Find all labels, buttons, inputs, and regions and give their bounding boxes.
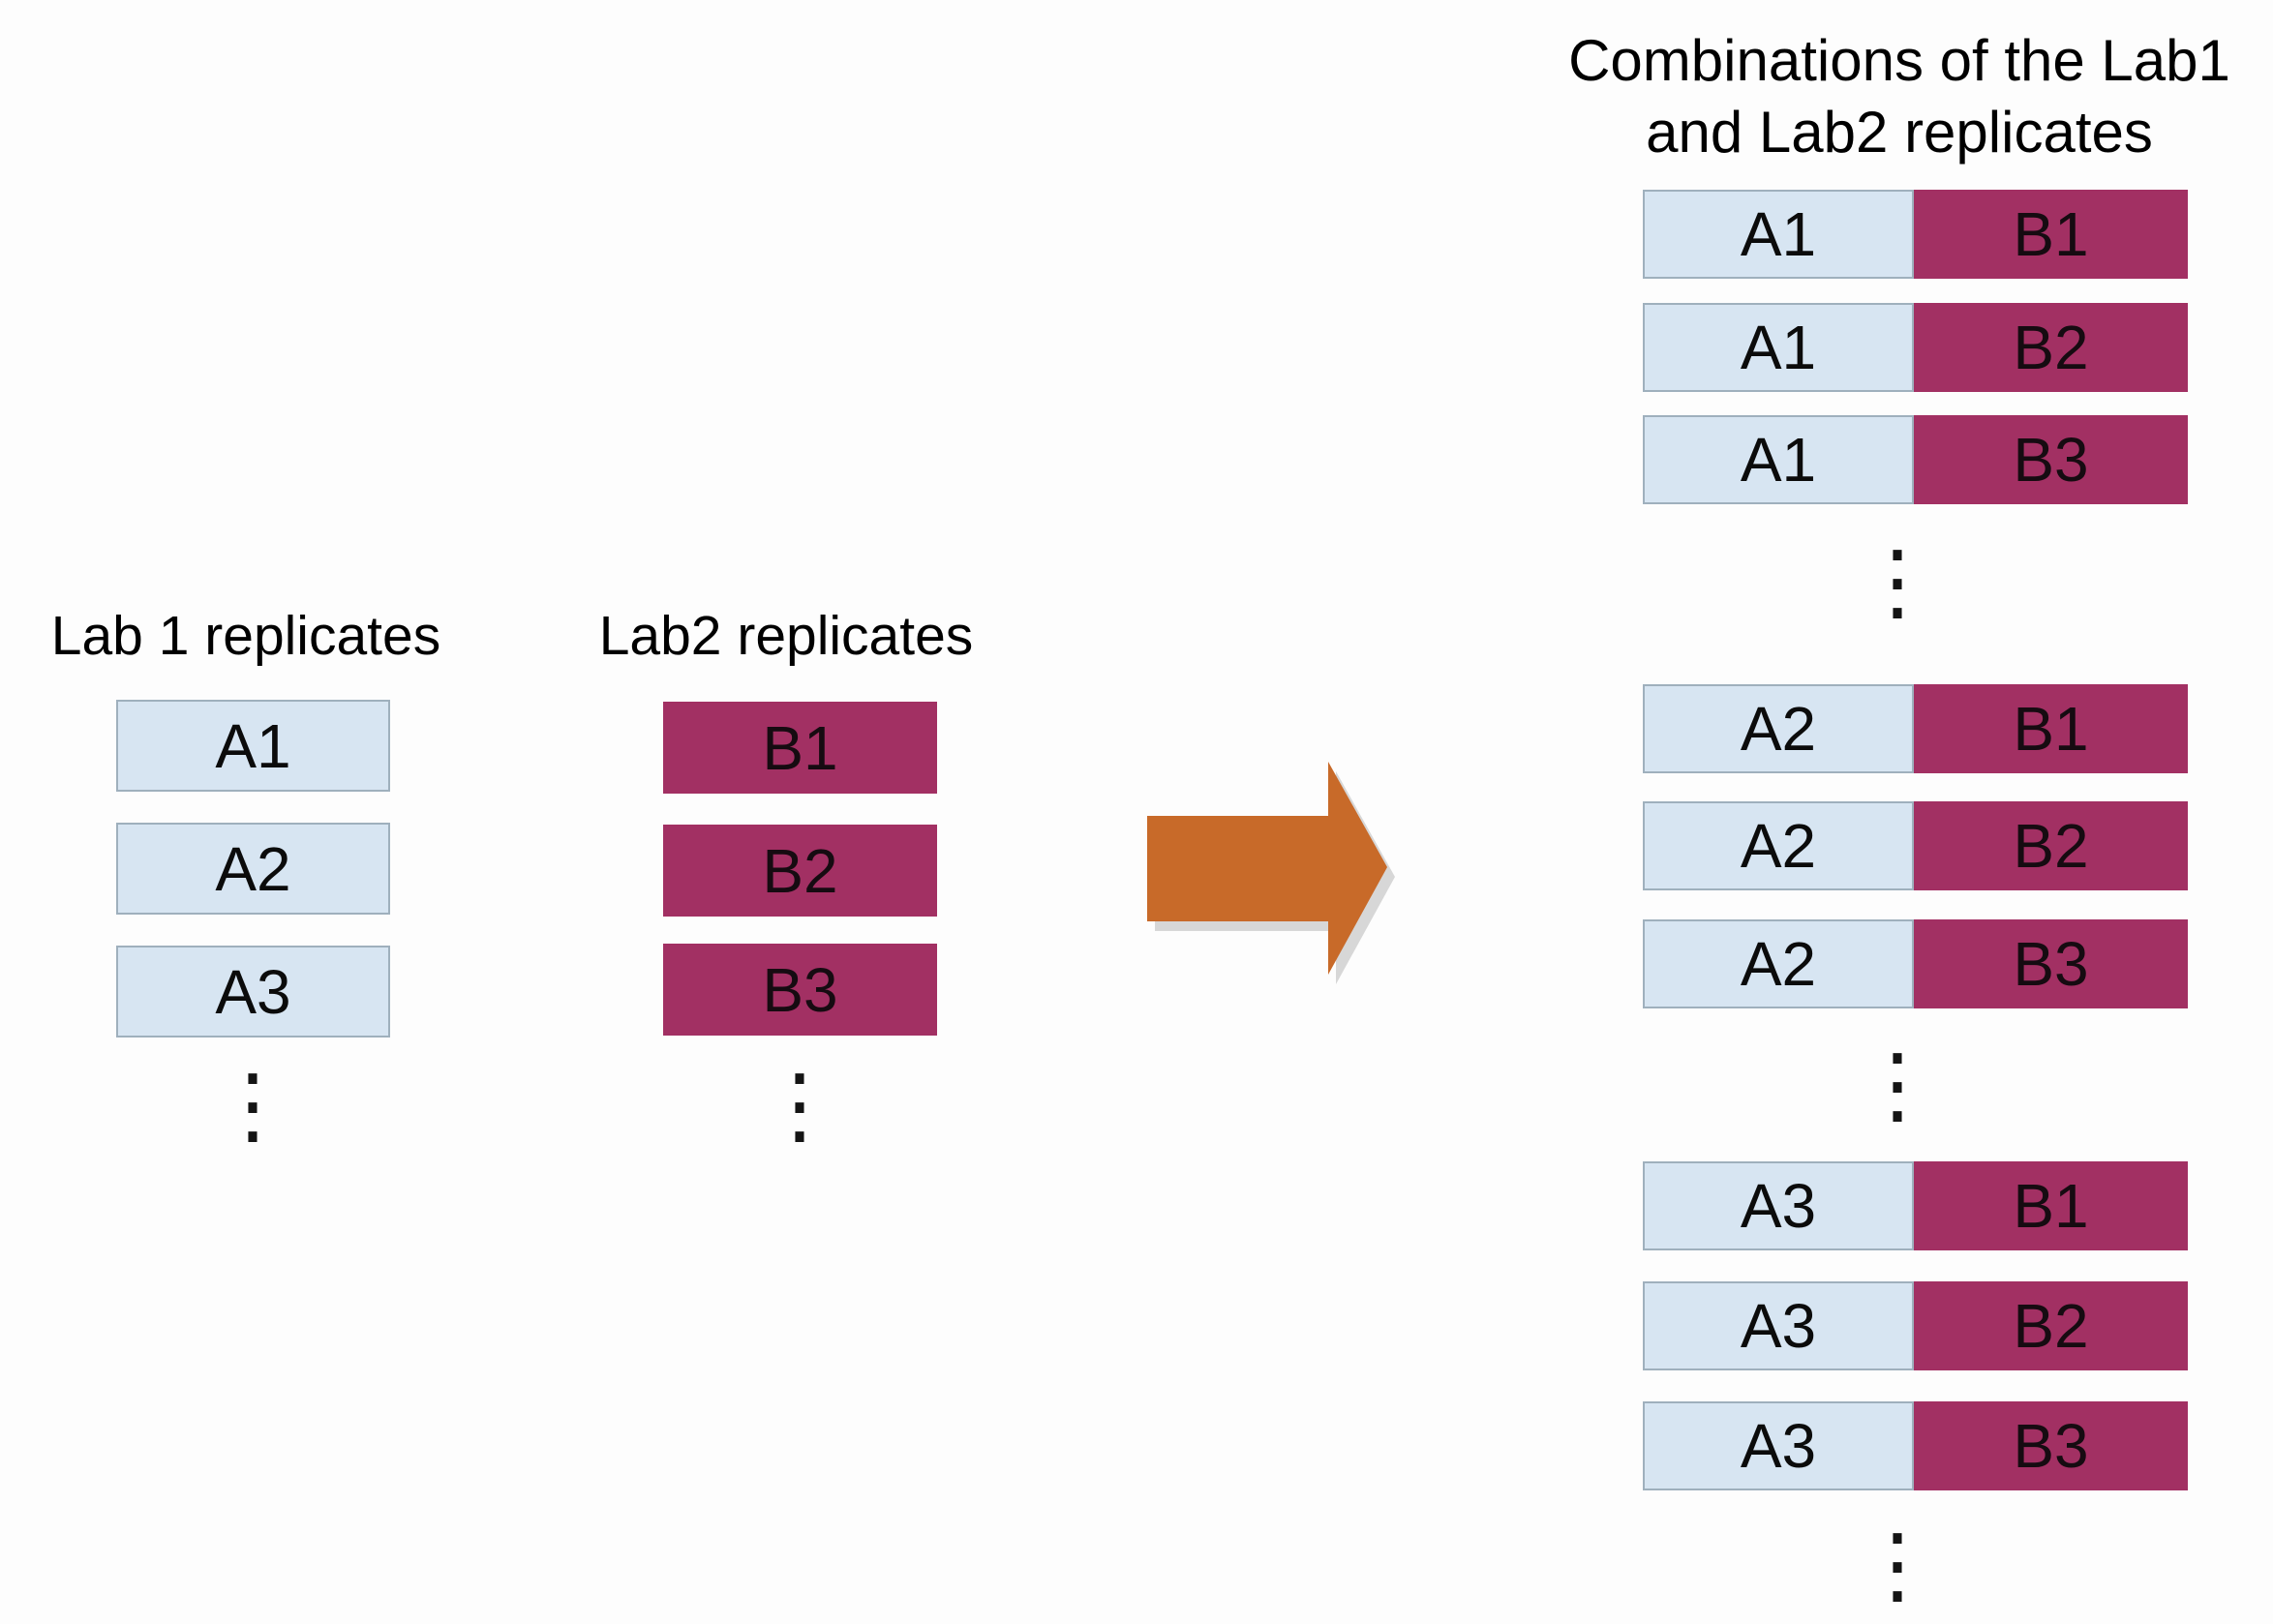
combo-row-b: B1 (1914, 684, 2188, 773)
combinations-ellipsis-2: ⋮ (1855, 1035, 1940, 1134)
combinations-ellipsis-1: ⋮ (1855, 531, 1940, 631)
combo-row-a: A2 (1643, 684, 1914, 773)
combo-row-b: B1 (1914, 1161, 2188, 1250)
combo-row-b: B2 (1914, 1281, 2188, 1370)
combo-row-a: A3 (1643, 1281, 1914, 1370)
lab2-replicate-box-b1: B1 (663, 702, 937, 794)
lab1-replicate-box-a1: A1 (116, 700, 390, 792)
lab1-ellipsis: ⋮ (210, 1055, 295, 1155)
lab2-replicate-box-b2: B2 (663, 825, 937, 917)
combo-row-b: B2 (1914, 801, 2188, 890)
combo-row-a: A1 (1643, 303, 1914, 392)
combinations-ellipsis-3: ⋮ (1855, 1515, 1940, 1614)
combo-row-b: B1 (1914, 190, 2188, 279)
combo-row-a: A2 (1643, 801, 1914, 890)
lab2-ellipsis: ⋮ (757, 1055, 842, 1155)
combinations-title-line1: Combinations of the Lab1 (1568, 28, 2230, 93)
combo-row-b: B2 (1914, 303, 2188, 392)
arrow-right-icon (1147, 762, 1395, 984)
lab2-replicate-box-b3: B3 (663, 944, 937, 1036)
combinations-title-line2: and Lab2 replicates (1646, 100, 2153, 165)
lab1-replicate-box-a3: A3 (116, 946, 390, 1038)
lab1-column-title: Lab 1 replicates (50, 605, 441, 667)
combo-row-a: A3 (1643, 1401, 1914, 1490)
combo-row-a: A1 (1643, 415, 1914, 504)
combo-row-b: B3 (1914, 919, 2188, 1008)
combo-row-a: A3 (1643, 1161, 1914, 1250)
combo-row-a: A2 (1643, 919, 1914, 1008)
combo-row-b: B3 (1914, 415, 2188, 504)
combo-row-b: B3 (1914, 1401, 2188, 1490)
combo-row-a: A1 (1643, 190, 1914, 279)
lab2-column-title: Lab2 replicates (598, 605, 974, 667)
lab1-replicate-box-a2: A2 (116, 823, 390, 915)
